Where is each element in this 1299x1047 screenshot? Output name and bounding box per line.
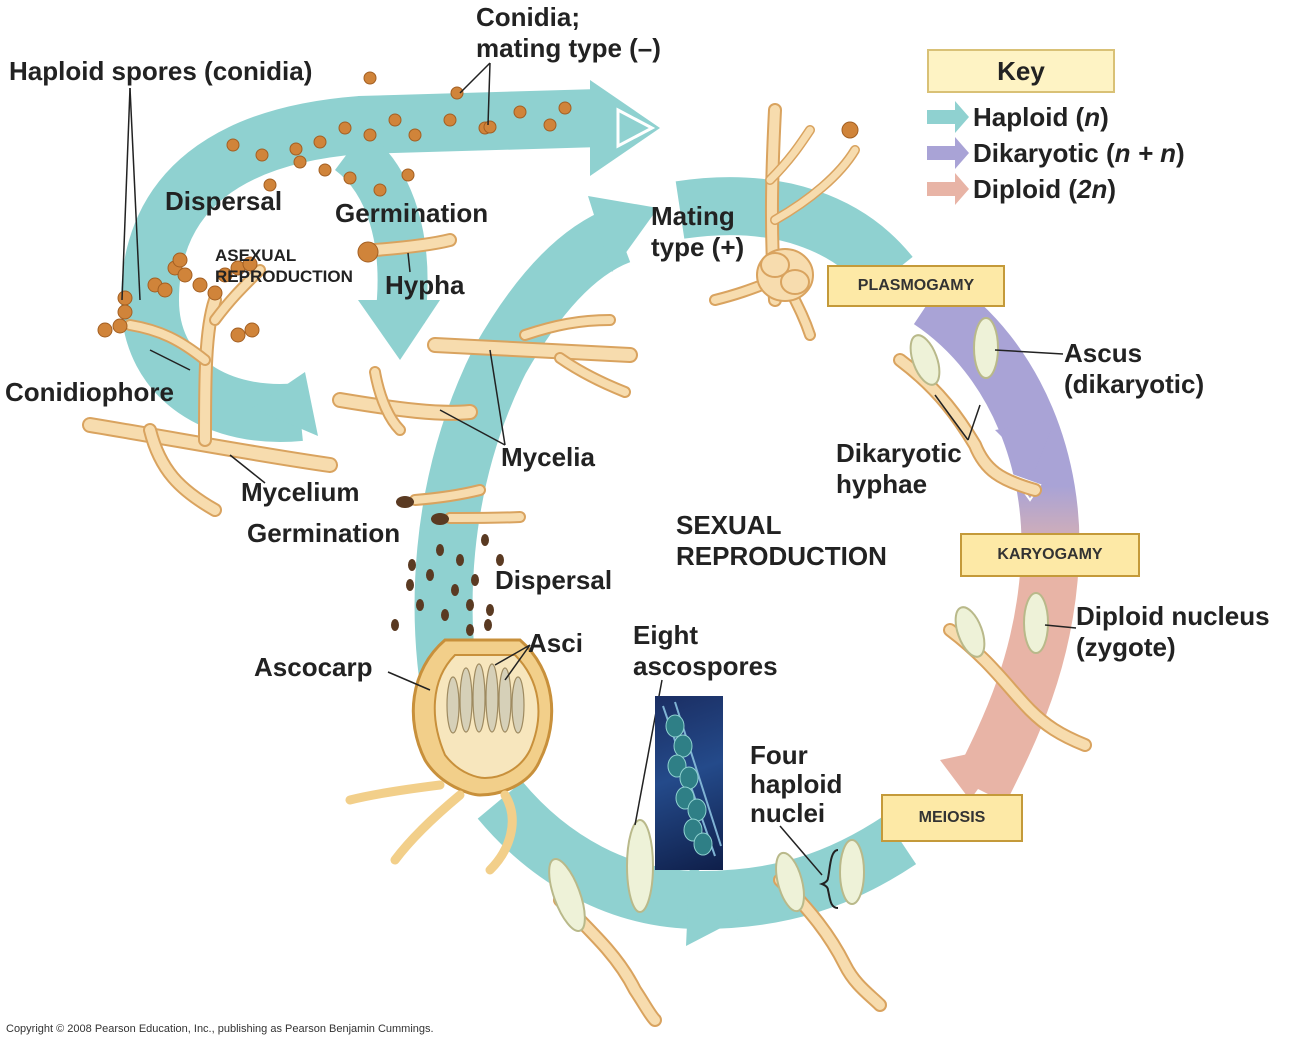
label-germination-bottom: Germination [247,518,401,548]
label-dikaryotic: Dikaryotic [836,438,962,468]
copyright-notice: Copyright © 2008 Pearson Education, Inc.… [6,1023,434,1035]
key-item-haploid: Haploid (n) [973,101,1109,133]
key-diploid-label: Diploid (2n) [973,173,1116,204]
label-ascus: Ascus [1064,338,1143,368]
label-eight: Eight [633,620,698,650]
label-mycelia: Mycelia [501,442,595,472]
label-asexual-reproduction: REPRODUCTION [215,267,353,286]
key-diploid-arrow [927,173,969,205]
label-haploid-spores: Haploid spores (conidia) [9,56,313,86]
ascocarp [345,638,554,875]
ascus-eight-spores [548,819,662,1027]
label-germination-top: Germination [335,198,489,228]
eight-ascospores-micrograph [655,696,723,870]
plasmogamy-box: PLASMOGAMY [827,265,1005,307]
mycelia-hyphae [427,314,638,398]
label-conidiophore: Conidiophore [5,377,174,407]
label-mycelium: Mycelium [241,477,360,507]
label-sexual-reproduction: REPRODUCTION [676,541,887,571]
ascus-dikaryotic [893,317,1042,497]
dispersed-conidia [226,71,572,197]
label-four: Four [750,740,808,770]
label-dispersal-top: Dispersal [165,186,283,216]
key-item-dikaryotic: Dikaryotic (n + n) [973,137,1185,169]
label-asexual: ASEXUAL [215,246,297,265]
micrograph-spores [662,701,722,857]
key-dikaryotic-arrow [927,137,969,169]
conidiophore-hyphae [82,264,478,517]
label-zygote: (zygote) [1076,632,1176,662]
label-mating-type-plus: type (+) [651,232,745,262]
label-conidia: Conidia; [476,2,580,32]
mating-knot [756,248,814,302]
karyogamy-box: KARYOGAMY [960,533,1140,577]
label-mating: Mating [651,201,735,231]
label-ascospores: ascospores [633,651,778,681]
ascus-meiosis [773,839,887,1012]
germinating-hypha [357,233,457,263]
key-item-diploid: Diploid (2n) [973,173,1116,205]
four-nuclei-brace [818,849,839,909]
germinating-ascospores [396,484,526,525]
label-nuclei: nuclei [750,798,826,828]
key-title: Key [927,49,1115,93]
label-hypha: Hypha [385,270,465,300]
label-asci: Asci [528,628,583,658]
key-dikaryotic-label: Dikaryotic (n + n) [973,137,1185,168]
label-mating-type-minus: mating type (–) [476,33,661,63]
label-sexual: SEXUAL [676,510,782,540]
key-haploid-label: Haploid (n) [973,101,1109,132]
label-ascocarp: Ascocarp [254,652,373,682]
meiosis-box: MEIOSIS [881,794,1023,842]
key-haploid-arrow [927,101,969,133]
label-haploid: haploid [750,769,843,799]
haploid-to-plasmogamy-arrow [675,177,913,294]
label-ascus-dikaryotic: (dikaryotic) [1064,369,1205,399]
label-dispersal-bottom: Dispersal [495,565,613,595]
label-hyphae: hyphae [836,469,928,499]
haploid-top-arrow [121,80,660,301]
label-diploid-nucleus: Diploid nucleus [1076,601,1270,631]
dispersed-ascospores [391,534,504,636]
mating-conidium [841,121,859,139]
conidia-chains [97,252,260,343]
ascus-diploid [943,592,1092,752]
